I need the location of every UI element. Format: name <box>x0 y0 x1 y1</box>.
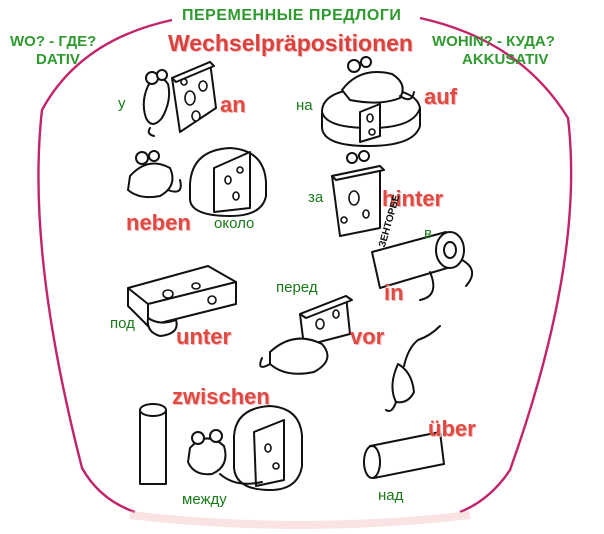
right-arc <box>419 16 573 514</box>
scene-unter <box>127 265 237 337</box>
de-label-neben: neben <box>126 210 191 235</box>
ru-label-unter: под <box>110 315 135 332</box>
scene-ueber <box>363 325 445 479</box>
scene-neben <box>127 147 267 217</box>
ru-label-hinter: за <box>308 189 324 206</box>
ru-label-ueber: над <box>378 487 404 504</box>
ru-label-in: в <box>424 225 432 242</box>
scene-in <box>371 231 473 301</box>
de-label-vor: vor <box>350 324 385 349</box>
left-question: WO? - ГДЕ? <box>10 33 97 50</box>
left-arc <box>37 18 173 514</box>
bottom-shadow <box>129 511 471 529</box>
right-case: AKKUSATIV <box>462 51 549 68</box>
ru-label-an: у <box>118 95 126 112</box>
right-question: WOHIN? - КУДА? <box>432 33 555 50</box>
de-label-unter: unter <box>176 324 231 349</box>
ru-label-zwischen: между <box>182 491 227 508</box>
title-de: Wechselpräpositionen <box>168 30 413 56</box>
ru-label-vor: перед <box>276 279 318 296</box>
scene-hinter <box>331 150 385 237</box>
left-case: DATIV <box>36 51 80 68</box>
de-label-hinter: hinter <box>382 186 444 211</box>
ru-label-neben: около <box>214 215 255 232</box>
scene-vor <box>259 295 353 375</box>
de-label-ueber: über <box>428 416 476 441</box>
ru-label-auf: на <box>296 97 313 114</box>
scene-an <box>142 61 217 137</box>
de-label-in: in <box>384 280 404 305</box>
de-label-zwischen: zwischen <box>172 384 270 409</box>
de-label-an: an <box>220 92 246 117</box>
title-ru: ПЕРЕМЕННЫЕ ПРЕДЛОГИ <box>182 7 402 24</box>
scene-auf <box>321 56 421 147</box>
scene-zwischen <box>139 403 303 491</box>
de-label-auf: auf <box>424 84 457 109</box>
